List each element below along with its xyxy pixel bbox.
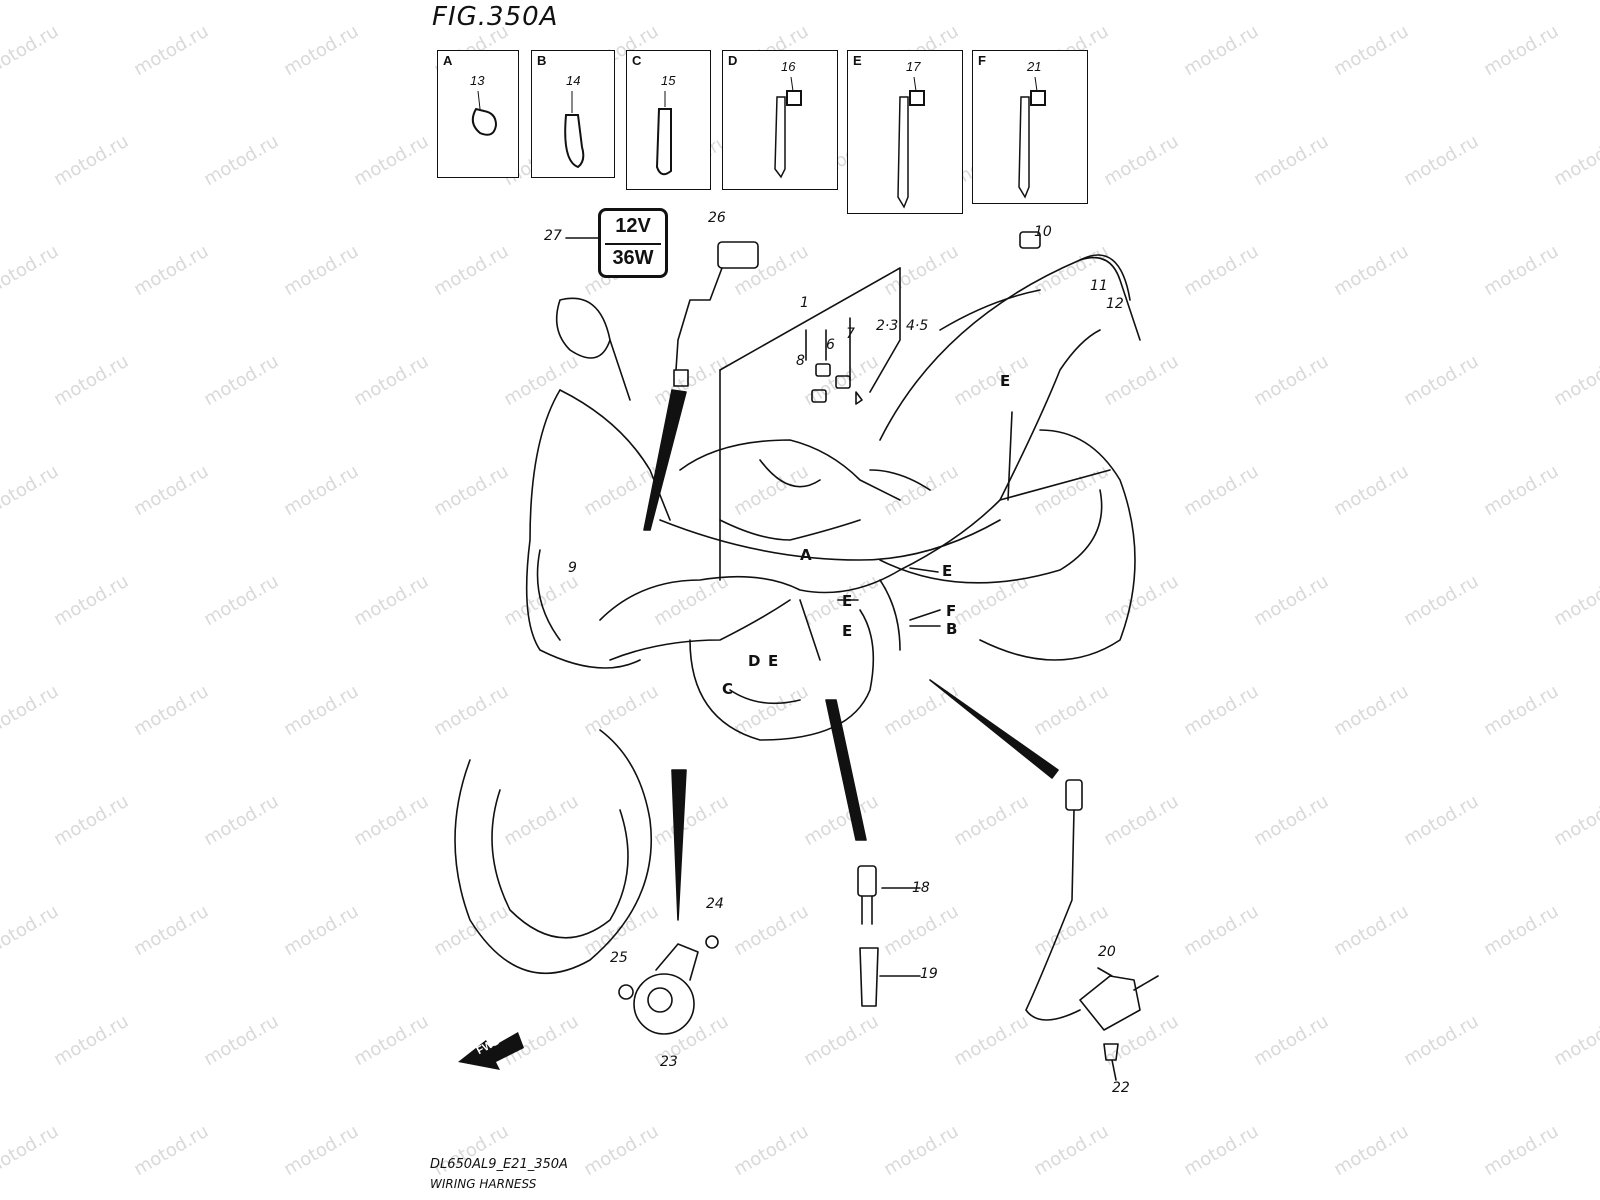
clip-icon [564, 91, 585, 169]
clamp-letter-b: B [946, 620, 958, 638]
forward-direction-arrow-icon [458, 1032, 524, 1070]
clamp-icon [471, 90, 498, 136]
cable-tie-icon [1018, 76, 1046, 199]
inset-part-number: 16 [781, 59, 796, 74]
callout-10: 10 [1034, 224, 1052, 240]
inset-d: D 16 [722, 50, 838, 190]
callout-12: 12 [1106, 296, 1124, 312]
callout-26: 26 [708, 210, 726, 226]
clamp-letter-f: F [946, 602, 957, 620]
callout-4-5: 4·5 [906, 318, 929, 334]
clamp-letter-e: E [842, 622, 853, 640]
rating-divider [605, 243, 661, 245]
inset-letter: A [443, 53, 453, 68]
cable-tie-icon [897, 76, 925, 209]
clip-icon [655, 91, 672, 176]
inset-f: F 21 [972, 50, 1088, 204]
callout-1: 1 [800, 295, 809, 311]
inset-b: B 14 [531, 50, 615, 178]
clamp-letter-e: E [768, 652, 779, 670]
inset-letter: B [537, 53, 547, 68]
power-rating-label: 12V 36W [598, 208, 668, 278]
callout-18: 18 [912, 880, 930, 896]
inset-letter: D [728, 53, 738, 68]
cable-tie-icon [774, 76, 802, 179]
inset-part-number: 14 [566, 73, 581, 88]
callout-22: 22 [1112, 1080, 1130, 1096]
clamp-letter-d: D [748, 652, 761, 670]
callout-20: 20 [1098, 944, 1116, 960]
inset-e: E 17 [847, 50, 963, 214]
inset-letter: C [632, 53, 642, 68]
figure-title: FIG.350A [432, 2, 559, 32]
inset-letter: E [853, 53, 862, 68]
callout-8: 8 [796, 353, 805, 369]
inset-part-number: 13 [470, 73, 485, 88]
clamp-letter-c: C [722, 680, 734, 698]
inset-c: C 15 [626, 50, 711, 190]
inset-a: A 13 [437, 50, 519, 178]
callout-27: 27 [544, 228, 562, 244]
inset-part-number: 21 [1027, 59, 1042, 74]
callout-11: 11 [1090, 278, 1108, 294]
clamp-letter-a: A [800, 546, 812, 564]
clamp-letter-e: E [842, 592, 853, 610]
diagram-name-caption: WIRING HARNESS [430, 1177, 537, 1191]
callout-9: 9 [568, 560, 577, 576]
callout-7: 7 [846, 326, 855, 342]
clamp-letter-e: E [1000, 372, 1011, 390]
voltage-label: 12V [615, 215, 651, 237]
inset-letter: F [978, 53, 986, 68]
inset-part-number: 15 [661, 73, 676, 88]
callout-23: 23 [660, 1054, 678, 1070]
clamp-letter-e: E [942, 562, 953, 580]
inset-part-number: 17 [906, 59, 921, 74]
callout-2-3: 2·3 [876, 318, 899, 334]
callout-19: 19 [920, 966, 938, 982]
callout-25: 25 [610, 950, 628, 966]
callout-24: 24 [706, 896, 724, 912]
wattage-label: 36W [612, 247, 654, 269]
callout-6: 6 [826, 337, 835, 353]
model-code-caption: DL650AL9_E21_350A [430, 1157, 568, 1172]
